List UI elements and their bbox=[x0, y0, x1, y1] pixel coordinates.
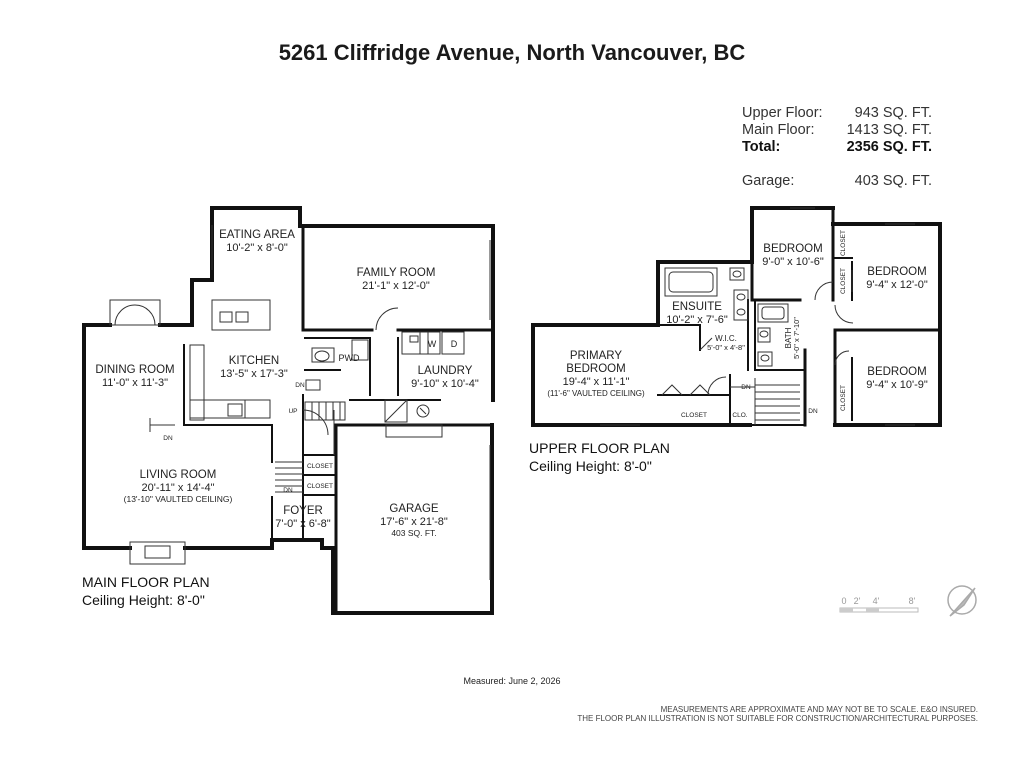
compass-icon bbox=[947, 585, 977, 617]
wic-dim: 5'-0" x 4'-8" bbox=[707, 343, 745, 352]
laundry-dim: 9'-10" x 10'-4" bbox=[411, 378, 479, 390]
family-room-label: FAMILY ROOM bbox=[357, 267, 436, 279]
bedroom-3-label: BEDROOM bbox=[867, 366, 926, 378]
measured-date: Measured: June 2, 2026 bbox=[463, 676, 560, 686]
bedroom-2-dim: 9'-4" x 12'-0" bbox=[866, 279, 928, 291]
scale-tick-1: 2' bbox=[854, 596, 861, 606]
upper-down-label-1: DN bbox=[741, 384, 751, 391]
foyer-label: FOYER bbox=[283, 505, 323, 517]
dining-room-label: DINING ROOM bbox=[95, 364, 174, 376]
scale-tick-3: 8' bbox=[909, 596, 916, 606]
scale-bar: 0 2' 4' 8' bbox=[839, 596, 919, 613]
wic-label: W.I.C. bbox=[715, 334, 737, 343]
main-floor-ceiling: Ceiling Height: 8'-0" bbox=[82, 592, 205, 608]
closet-label-1: CLOSET bbox=[307, 463, 333, 470]
closet-label-c: CLOSET bbox=[840, 385, 847, 411]
bedroom-1-dim: 9'-0" x 10'-6" bbox=[762, 256, 824, 268]
disclaimer-line-1: MEASUREMENTS ARE APPROXIMATE AND MAY NOT… bbox=[661, 705, 978, 714]
down-label-1: DN bbox=[295, 382, 305, 389]
primary-bedroom-note: (11'-6" VAULTED CEILING) bbox=[547, 389, 645, 398]
upper-floor-ceiling: Ceiling Height: 8'-0" bbox=[529, 458, 652, 474]
bedroom-1-label: BEDROOM bbox=[763, 243, 822, 255]
laundry-label: LAUNDRY bbox=[418, 365, 473, 377]
garage-area: Garage: 403 SQ. FT. bbox=[742, 173, 932, 189]
primary-bedroom-label-2: BEDROOM bbox=[566, 363, 625, 375]
kitchen-label: KITCHEN bbox=[229, 355, 279, 367]
area-summary: Upper Floor: 943 SQ. FT. Main Floor: 141… bbox=[742, 105, 932, 195]
disclaimer-line-2: THE FLOOR PLAN ILLUSTRATION IS NOT SUITA… bbox=[577, 714, 978, 723]
living-room-dim: 20'-11" x 14'-4" bbox=[142, 482, 215, 494]
eating-area-label: EATING AREA bbox=[219, 229, 295, 241]
living-room-label: LIVING ROOM bbox=[140, 469, 217, 481]
upper-down-label-2: DN bbox=[808, 408, 818, 415]
bedroom-3-dim: 9'-4" x 10'-9" bbox=[866, 379, 928, 391]
footer: Measured: June 2, 2026 MEASUREMENTS ARE … bbox=[463, 676, 978, 723]
down-label-3: DN bbox=[283, 487, 293, 494]
main-floor-title: MAIN FLOOR PLAN bbox=[82, 574, 210, 590]
upper-floor-area: Upper Floor: 943 SQ. FT. bbox=[742, 105, 932, 121]
dining-room-dim: 11'-0" x 11'-3" bbox=[102, 377, 168, 389]
garage-label: GARAGE bbox=[389, 503, 439, 515]
bedroom-2-label: BEDROOM bbox=[867, 266, 926, 278]
closet-label-d: CLOSET bbox=[681, 412, 707, 419]
primary-bedroom-dim: 19'-4" x 11'-1" bbox=[563, 376, 630, 388]
kitchen-dim: 13'-5" x 17'-3" bbox=[220, 368, 288, 380]
garage-note: 403 SQ. FT. bbox=[391, 528, 436, 538]
primary-bedroom-label-1: PRIMARY bbox=[570, 350, 623, 362]
dryer-label: D bbox=[451, 339, 458, 349]
upper-floor-walls bbox=[531, 206, 942, 427]
ensuite-label: ENSUITE bbox=[672, 301, 722, 313]
bath-dim: 5'-0" x 7'-10" bbox=[792, 317, 801, 359]
powder-room-label: PWD bbox=[339, 353, 360, 363]
washer-label: W bbox=[428, 339, 437, 349]
main-floor-fixtures bbox=[109, 225, 491, 580]
up-label: UP bbox=[288, 408, 297, 415]
upper-floor-title: UPPER FLOOR PLAN bbox=[529, 440, 670, 456]
family-room-dim: 21'-1" x 12'-0" bbox=[362, 280, 430, 292]
upper-floor-fixtures bbox=[600, 207, 915, 426]
foyer-dim: 7'-0" x 6'-8" bbox=[275, 518, 331, 530]
scale-tick-2: 4' bbox=[873, 596, 880, 606]
garage-dim: 17'-6" x 21'-8" bbox=[380, 516, 448, 528]
closet-label-b: CLOSET bbox=[840, 268, 847, 294]
page-title: 5261 Cliffridge Avenue, North Vancouver,… bbox=[278, 40, 746, 65]
eating-area-dim: 10'-2" x 8'-0" bbox=[226, 242, 288, 254]
upper-floor-labels: PRIMARY BEDROOM 19'-4" x 11'-1" (11'-6" … bbox=[529, 230, 928, 474]
scale-tick-0: 0 bbox=[841, 596, 846, 606]
down-label-2: DN bbox=[163, 435, 173, 442]
living-room-note: (13'-10" VAULTED CEILING) bbox=[124, 494, 233, 504]
clo-label: CLO. bbox=[732, 412, 747, 419]
ensuite-dim: 10'-2" x 7'-6" bbox=[666, 314, 728, 326]
total-area: Total: 2356 SQ. FT. bbox=[742, 139, 932, 155]
closet-label-a: CLOSET bbox=[840, 230, 847, 256]
main-floor-area: Main Floor: 1413 SQ. FT. bbox=[742, 122, 932, 138]
main-floor-labels: EATING AREA 10'-2" x 8'-0" FAMILY ROOM 2… bbox=[82, 229, 479, 608]
bath-label: BATH bbox=[784, 327, 793, 348]
closet-label-2: CLOSET bbox=[307, 483, 333, 490]
